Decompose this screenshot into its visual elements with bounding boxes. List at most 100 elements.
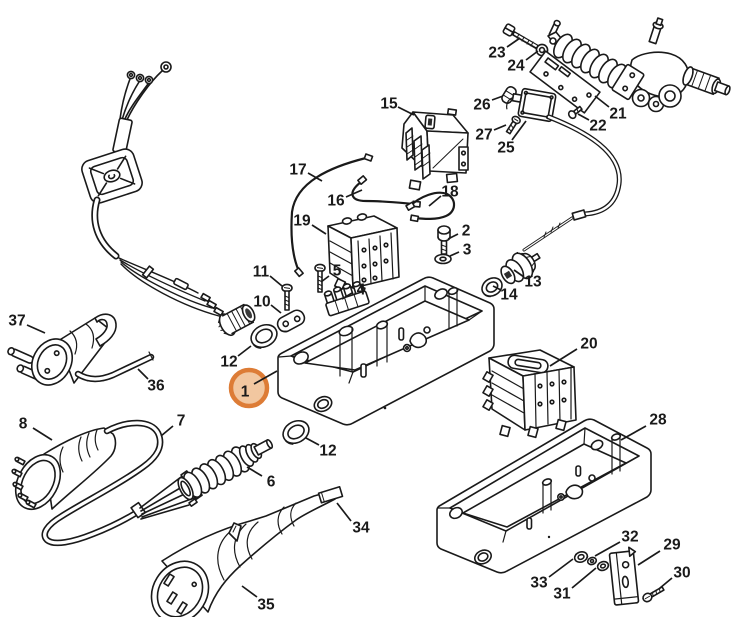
- part-label-34-cable[interactable]: 34: [352, 520, 370, 537]
- part-label-17-wire[interactable]: 17: [289, 162, 306, 179]
- leader-line-25: [511, 120, 527, 141]
- leader-line-6: [246, 466, 263, 477]
- part-number-text: 27: [475, 127, 492, 144]
- selected-part-highlight: [228, 367, 270, 409]
- part-label-18-wire[interactable]: 18: [441, 184, 459, 201]
- part-number-text: 5: [333, 263, 342, 280]
- leader-line-16: [345, 189, 363, 198]
- part-label-29-bracket[interactable]: 29: [663, 537, 681, 554]
- part-label-5-screw[interactable]: 5: [333, 263, 342, 280]
- part-number-text: 16: [327, 193, 345, 210]
- leader-line-34: [336, 502, 352, 522]
- screw-27: [505, 115, 521, 135]
- part-label-14-ring-nut[interactable]: 14: [500, 287, 518, 304]
- part-number-text: 25: [497, 140, 515, 157]
- leader-line-19: [311, 224, 327, 235]
- part-label-37-mains-plug[interactable]: 37: [8, 313, 25, 330]
- housing-bottom: [436, 418, 652, 574]
- part-label-24-washer[interactable]: 24: [507, 58, 525, 75]
- part-label-19-contactor[interactable]: 19: [293, 213, 311, 230]
- leader-line-20: [549, 348, 578, 367]
- part-label-8-coupling-plug[interactable]: 8: [19, 416, 28, 433]
- leader-line-10: [270, 304, 282, 314]
- part-label-35-power-plug[interactable]: 35: [257, 597, 275, 614]
- nut-33: [573, 551, 589, 563]
- part-label-16-wire[interactable]: 16: [327, 193, 345, 210]
- hose-barb: [682, 66, 731, 96]
- screw-5: [314, 263, 326, 293]
- mains-plug: [7, 313, 155, 386]
- leader-line-17: [307, 172, 323, 182]
- part-number-text: 12: [220, 354, 237, 371]
- leader-line-1: [253, 370, 278, 385]
- sleeve: [112, 117, 133, 155]
- part-label-22-screw[interactable]: 22: [589, 118, 606, 135]
- switch-piece: [500, 251, 541, 285]
- leader-line-3: [449, 251, 460, 257]
- part-number-text: 21: [609, 106, 627, 123]
- part-label-28-housing-bottom[interactable]: 28: [649, 412, 667, 429]
- leader-line-13: [513, 269, 525, 278]
- part-label-30-screw[interactable]: 30: [673, 565, 690, 582]
- part-number-text: 13: [524, 274, 542, 291]
- sealing-ring-12b: [282, 419, 310, 445]
- part-label-12-sealing-ring[interactable]: 12: [220, 354, 237, 371]
- part-label-1-switch-housing-selected[interactable]: 1: [241, 384, 250, 401]
- leader-line-31: [571, 567, 597, 589]
- leader-line-12: [305, 437, 320, 446]
- wire-18: [405, 191, 456, 223]
- part-number-text: 36: [147, 378, 165, 395]
- sealing-ring-12a: [250, 323, 278, 349]
- part-number-text: 30: [673, 565, 690, 582]
- screw-30: [642, 586, 665, 603]
- part-label-10-cable-clamp[interactable]: 10: [253, 294, 270, 311]
- part-number-text: 35: [257, 597, 275, 614]
- washer-3: [434, 253, 452, 265]
- part-number-text: 1: [241, 384, 250, 401]
- part-number-text: 4: [357, 282, 366, 299]
- part-number-text: 2: [462, 223, 471, 240]
- part-label-26-cap[interactable]: 26: [473, 97, 491, 114]
- cable-gland: [177, 439, 274, 501]
- leader-line-18: [428, 195, 442, 207]
- part-label-32-washer[interactable]: 32: [621, 529, 638, 546]
- part-label-13-switch-piece[interactable]: 13: [524, 274, 542, 291]
- part-number-text: 31: [553, 586, 571, 603]
- part-label-31-washer[interactable]: 31: [553, 586, 571, 603]
- part-number-text: 22: [589, 118, 606, 135]
- part-label-36-cable[interactable]: 36: [147, 378, 165, 395]
- part-label-20-contactor[interactable]: 20: [580, 336, 597, 353]
- washer-31: [596, 560, 610, 572]
- part-label-25-micro-switch[interactable]: 25: [497, 140, 515, 157]
- leader-line-5: [320, 275, 330, 283]
- part-number-text: 28: [649, 412, 667, 429]
- leader-line-8: [32, 427, 53, 441]
- part-number-text: 6: [267, 474, 276, 491]
- leader-line-2: [447, 233, 459, 240]
- part-number-text: 32: [621, 529, 638, 546]
- part-label-27-screw[interactable]: 27: [475, 127, 492, 144]
- part-number-text: 14: [500, 287, 518, 304]
- large-plug: [150, 485, 344, 617]
- spring: [552, 33, 628, 89]
- part-label-7-connecting-cable[interactable]: 7: [177, 413, 186, 430]
- part-label-21-gasket[interactable]: 21: [609, 106, 627, 123]
- part-label-15-relay[interactable]: 15: [380, 96, 398, 113]
- part-label-2-cylinder-screw[interactable]: 2: [462, 223, 471, 240]
- wire-17: [290, 153, 374, 278]
- leader-line-4: [341, 292, 353, 300]
- part-label-4-terminal-strip[interactable]: 4: [357, 282, 366, 299]
- part-label-11-screw[interactable]: 11: [253, 264, 270, 281]
- part-label-33-nut[interactable]: 33: [530, 575, 548, 592]
- leader-line-14: [492, 285, 502, 291]
- part-number-text: 7: [177, 413, 186, 430]
- part-label-6-cable-gland[interactable]: 6: [267, 474, 276, 491]
- screw-22: [567, 105, 583, 120]
- washer-32: [586, 556, 598, 566]
- part-label-3-washer[interactable]: 3: [463, 242, 472, 259]
- part-label-23-screw[interactable]: 23: [488, 45, 506, 62]
- part-label-12-sealing-ring[interactable]: 12: [319, 443, 336, 460]
- leader-line-15: [397, 106, 415, 116]
